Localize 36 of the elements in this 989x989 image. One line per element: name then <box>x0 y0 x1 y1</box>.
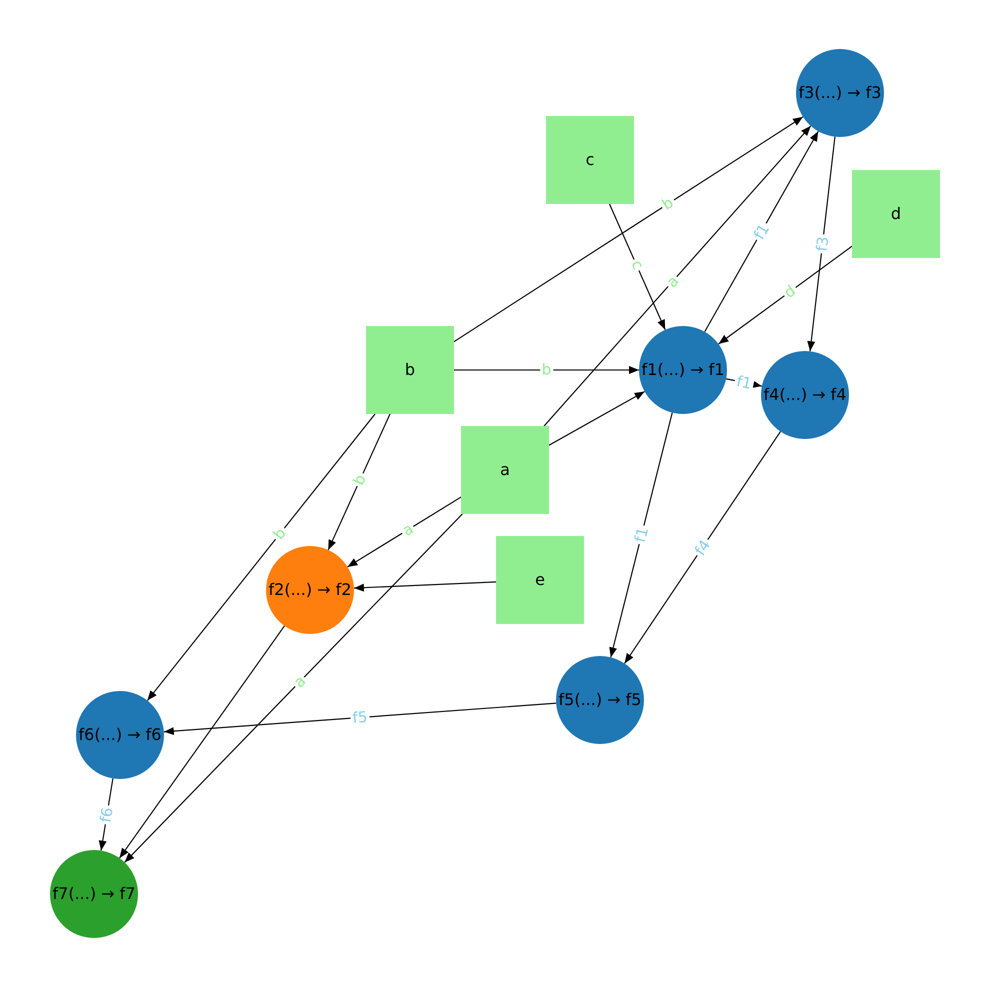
node-label: c <box>586 150 594 170</box>
node-label: f3(...) → f3 <box>798 84 882 102</box>
square-node <box>546 116 634 204</box>
arrow <box>807 136 836 352</box>
square-node <box>366 326 454 414</box>
circle-node <box>266 546 354 634</box>
arrow <box>354 581 496 592</box>
node-label: a <box>500 460 510 480</box>
square-node <box>496 536 584 624</box>
arrow <box>328 414 390 550</box>
node-label: f1(...) → f1 <box>642 360 724 380</box>
arrow <box>347 496 462 568</box>
arrow <box>164 702 556 736</box>
node-label: d <box>890 204 902 224</box>
node-label: f2(...) → f2 <box>268 580 352 600</box>
node-label: f7(...) → f7 <box>52 884 136 904</box>
arrow <box>609 412 673 658</box>
arrow <box>548 391 645 446</box>
arrow <box>704 131 819 332</box>
arrow <box>624 431 781 664</box>
arrow <box>146 414 376 701</box>
arrow <box>718 246 852 344</box>
arrow <box>119 626 285 858</box>
square-node <box>852 170 940 258</box>
node-label: f5(...) → f5 <box>558 690 642 710</box>
node-label: f6(...) → f6 <box>78 726 162 744</box>
node-label: f4(...) → f4 <box>764 386 846 404</box>
square-node <box>461 426 549 514</box>
arrow <box>124 514 463 863</box>
arrow <box>544 126 812 426</box>
arrow <box>454 366 639 374</box>
arrow <box>608 204 666 330</box>
node-label: b <box>404 360 416 380</box>
node-label: e <box>535 570 545 590</box>
arrow <box>98 778 114 851</box>
arrow <box>454 116 804 342</box>
